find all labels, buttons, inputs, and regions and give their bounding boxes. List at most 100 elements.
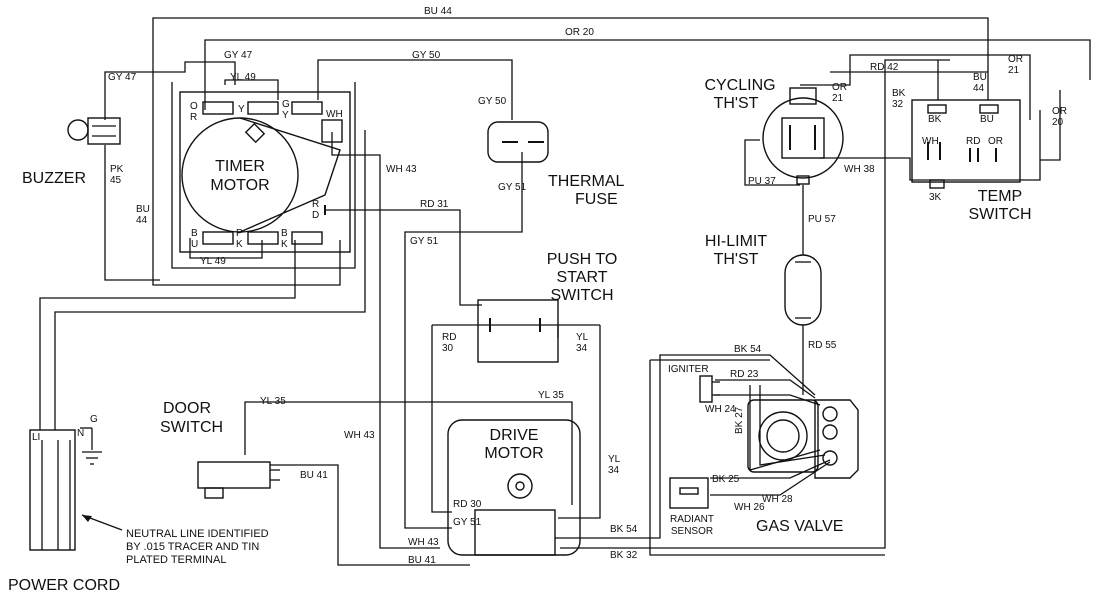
timer-term-d: D <box>312 210 319 221</box>
ts-term-bk: BK <box>928 114 942 125</box>
timer-term-p: P <box>236 228 243 239</box>
wire-bk32-ts-1: BK <box>892 88 906 99</box>
wire-rd42: RD 42 <box>870 62 899 73</box>
timer-term-b2: B <box>281 228 288 239</box>
drive-motor-label-1: DRIVE <box>490 427 539 444</box>
timer-term-u: U <box>191 239 198 250</box>
wire-rd31: RD 31 <box>420 199 449 210</box>
push-to-start-switch <box>477 299 559 363</box>
wire-yl49-top: YL 49 <box>230 72 256 83</box>
cycling-thst-label-1: CYCLING <box>704 77 775 94</box>
hi-limit-thermostat <box>784 254 822 326</box>
wire-yl34-right-1: YL <box>608 454 621 465</box>
timer-term-wh: WH <box>326 109 343 120</box>
wire-pk45-2: 45 <box>110 175 122 186</box>
wire-or21b-2: 21 <box>1008 65 1020 76</box>
wire-or21a-2: 21 <box>832 93 844 104</box>
door-switch-label-2: SWITCH <box>160 419 223 436</box>
radiant-sensor-label-2: SENSOR <box>671 526 713 537</box>
neutral-note-1: NEUTRAL LINE IDENTIFIED <box>126 528 269 540</box>
thermal-fuse-label-2: FUSE <box>575 191 618 208</box>
wire-yl49-bottom: YL 49 <box>200 256 226 267</box>
wire-rd55: RD 55 <box>808 340 837 351</box>
ts-term-rd: RD <box>966 136 980 147</box>
power-cord <box>29 427 123 551</box>
hi-limit-label-2: TH'ST <box>714 251 759 268</box>
buzzer <box>67 117 121 145</box>
wire-gy50-top: GY 50 <box>412 50 441 61</box>
igniter-label: IGNITER <box>668 364 709 375</box>
labels: TIMER MOTOR BUZZER THERMAL FUSE PUSH TO … <box>8 6 1067 594</box>
timer-term-r2: R <box>312 199 319 210</box>
neutral-note-3: PLATED TERMINAL <box>126 554 226 566</box>
wire-pu57: PU 57 <box>808 214 836 225</box>
timer-term-k: K <box>236 239 243 250</box>
terminal-y <box>247 101 279 115</box>
wire-rd30-motor: RD 30 <box>453 499 482 510</box>
wire-or20-top: OR 20 <box>565 27 594 38</box>
timer-term-y: Y <box>238 104 245 115</box>
terminal-li-label: LI <box>32 432 40 443</box>
push-to-start-label-3: SWITCH <box>550 287 613 304</box>
ts-term-or: OR <box>988 136 1003 147</box>
temp-switch-label-2: SWITCH <box>968 206 1031 223</box>
buzzer-label: BUZZER <box>22 170 86 187</box>
terminal-bk <box>291 231 323 245</box>
timer-term-k2: K <box>281 239 288 250</box>
ts-term-wh: WH <box>922 136 939 147</box>
hi-limit-label-1: HI-LIMIT <box>705 233 767 250</box>
wire-rd30-sw-1: RD <box>442 332 456 343</box>
drive-motor-label-2: MOTOR <box>484 445 543 462</box>
wire-yl35-left: YL 35 <box>260 396 286 407</box>
wire-wh28: WH 28 <box>762 494 793 505</box>
thermal-fuse <box>487 121 549 163</box>
ts-resistor: 3K <box>929 192 942 203</box>
terminal-gy <box>291 101 323 115</box>
wire-or21a-1: OR <box>832 82 847 93</box>
radiant-sensor-label-1: RADIANT <box>670 514 714 525</box>
neutral-note-2: BY .015 TRACER AND TIN <box>126 541 259 553</box>
wire-gy47-left: GY 47 <box>108 72 137 83</box>
temp-switch-label-1: TEMP <box>978 188 1022 205</box>
wire-gy50-fuse: GY 50 <box>478 96 507 107</box>
timer-motor-label-1: TIMER <box>215 158 265 175</box>
gas-valve <box>747 399 859 479</box>
push-to-start-label-1: PUSH TO <box>547 251 618 268</box>
wire-bu41-door: BU 41 <box>300 470 328 481</box>
timer-term-b: B <box>191 228 198 239</box>
wire-wh26: WH 26 <box>734 502 765 513</box>
wire-rd30-sw-2: 30 <box>442 343 454 354</box>
wire-gy51-fuse: GY 51 <box>498 182 527 193</box>
wire-pk45-1: PK <box>110 164 124 175</box>
wire-or20-right-2: 20 <box>1052 117 1064 128</box>
wire-gy51-mid: GY 51 <box>410 236 439 247</box>
timer-motor <box>179 91 351 253</box>
timer-term-gy-y: Y <box>282 110 289 121</box>
drive-motor <box>447 419 581 556</box>
wire-gy51-motor: GY 51 <box>453 517 482 528</box>
wire-bu41-motor: BU 41 <box>408 555 436 566</box>
wire-bk54-gv: BK 54 <box>734 344 762 355</box>
wire-yl34-sw-2: 34 <box>576 343 588 354</box>
cycling-thermostat <box>762 87 844 185</box>
wire-bu44-ts-1: BU <box>973 72 987 83</box>
wire-wh38: WH 38 <box>844 164 875 175</box>
wire-yl34-sw-1: YL <box>576 332 589 343</box>
wire-bk54-motor: BK 54 <box>610 524 638 535</box>
igniter <box>699 375 720 403</box>
terminal-g-label: G <box>90 414 98 425</box>
terminal-n-label: N <box>77 428 84 439</box>
gas-valve-label: GAS VALVE <box>756 518 843 535</box>
terminal-wh <box>321 119 343 143</box>
wire-bu44-left-2: 44 <box>136 215 148 226</box>
terminal-or <box>202 101 234 115</box>
wire-bu44-ts-2: 44 <box>973 83 985 94</box>
push-to-start-label-2: START <box>557 269 608 286</box>
wire-gy47-top: GY 47 <box>224 50 253 61</box>
terminal-pk <box>247 231 279 245</box>
wire-bk25: BK 25 <box>712 474 740 485</box>
timer-term-g: G <box>282 99 290 110</box>
door-switch-label-1: DOOR <box>163 400 211 417</box>
wire-wh24: WH 24 <box>705 404 736 415</box>
